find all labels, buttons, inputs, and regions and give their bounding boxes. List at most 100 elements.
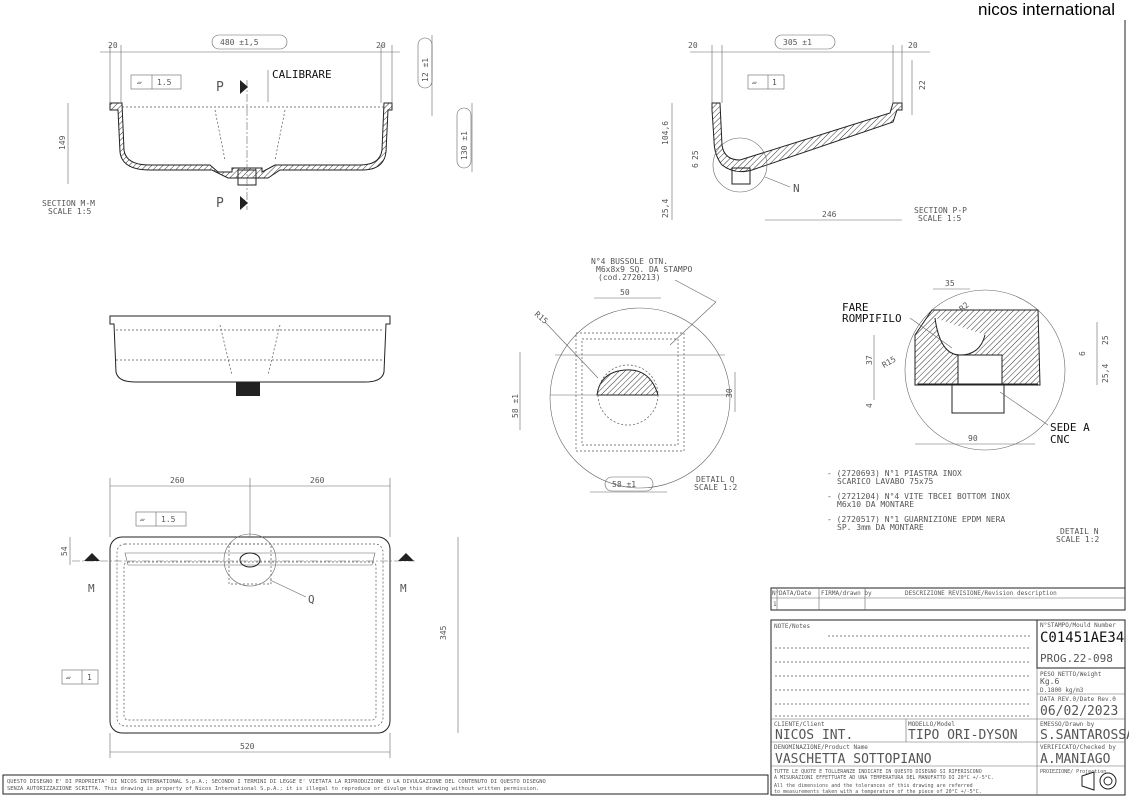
- svg-text:CALIBRARE: CALIBRARE: [272, 68, 332, 81]
- svg-text:6: 6: [691, 163, 700, 168]
- svg-text:480 ±1,5: 480 ±1,5: [220, 38, 259, 47]
- svg-text:VERIFICATO/Checked by: VERIFICATO/Checked by: [1040, 744, 1116, 751]
- svg-text:M: M: [88, 582, 95, 595]
- svg-text:CNC: CNC: [1050, 433, 1070, 446]
- svg-text:▱: ▱: [752, 78, 757, 87]
- svg-text:DESCRIZIONE REVISIONE/Revision: DESCRIZIONE REVISIONE/Revision descripti…: [905, 590, 1057, 597]
- svg-text:37: 37: [865, 355, 874, 365]
- svg-text:Q: Q: [308, 593, 315, 606]
- svg-text:to measurements taken with a t: to measurements taken with a temperature…: [774, 789, 982, 795]
- svg-text:25: 25: [691, 150, 700, 160]
- svg-text:A.MANIAGO: A.MANIAGO: [1040, 752, 1111, 767]
- svg-text:▱: ▱: [137, 78, 142, 87]
- parts-list: - (2720693) N°1 PIASTRA INOX SCARICO LAV…: [827, 469, 1010, 532]
- svg-text:Kg.6: Kg.6: [1040, 677, 1059, 686]
- svg-text:CLIENTE/Client: CLIENTE/Client: [774, 721, 825, 728]
- svg-text:1: 1: [773, 601, 777, 608]
- svg-text:SEDE A: SEDE A: [1050, 421, 1090, 434]
- svg-text:30: 30: [725, 388, 734, 398]
- svg-text:1: 1: [87, 673, 92, 682]
- svg-text:1.5: 1.5: [161, 515, 176, 524]
- svg-text:4: 4: [865, 403, 874, 408]
- svg-text:SCALE 1:5: SCALE 1:5: [918, 214, 962, 223]
- svg-text:SCARICO LAVABO 75x75: SCARICO LAVABO 75x75: [837, 477, 934, 486]
- svg-text:D.1800 kg/m3: D.1800 kg/m3: [1040, 687, 1084, 694]
- svg-text:20: 20: [108, 41, 118, 50]
- svg-text:SP. 3mm DA MONTARE: SP. 3mm DA MONTARE: [837, 523, 924, 532]
- svg-text:C01451AE34: C01451AE34: [1040, 630, 1124, 646]
- svg-text:DATA/Date: DATA/Date: [779, 590, 812, 597]
- brand-logo: nicos international: [978, 0, 1115, 19]
- svg-text:M6x8x9 SQ. DA STAMPO: M6x8x9 SQ. DA STAMPO: [596, 265, 693, 274]
- svg-text:520: 520: [240, 742, 255, 751]
- front-elevation: [109, 315, 391, 396]
- svg-text:20: 20: [376, 41, 386, 50]
- svg-text:All the dimensions and the tol: All the dimensions and the tolerances of…: [774, 783, 973, 789]
- svg-text:20: 20: [908, 41, 918, 50]
- svg-text:104,6: 104,6: [661, 121, 670, 145]
- flatness-callout: [130, 74, 182, 90]
- detail-n-marker: [712, 137, 768, 193]
- svg-text:NICOS INT.: NICOS INT.: [775, 728, 853, 743]
- svg-text:1.5: 1.5: [157, 78, 172, 87]
- svg-text:N°: N°: [772, 590, 779, 597]
- svg-text:▱: ▱: [66, 673, 71, 682]
- svg-text:(cod.2720213): (cod.2720213): [598, 273, 661, 282]
- drain-fitting: [236, 382, 260, 396]
- svg-text:130 ±1: 130 ±1: [460, 131, 469, 160]
- svg-text:22: 22: [918, 80, 927, 90]
- svg-text:06/02/2023: 06/02/2023: [1040, 704, 1118, 719]
- svg-text:P: P: [216, 196, 224, 211]
- svg-text:58 ±1: 58 ±1: [612, 480, 636, 489]
- svg-text:DATA REV.0/Date Rev.0: DATA REV.0/Date Rev.0: [1040, 696, 1116, 703]
- svg-text:PESO NETTO/Weight: PESO NETTO/Weight: [1040, 671, 1102, 678]
- detail-n: FARE ROMPIFILO 35 R2 R15 37 4 25 25,4 6 …: [827, 279, 1110, 544]
- svg-text:305 ±1: 305 ±1: [783, 38, 812, 47]
- svg-text:R15: R15: [881, 355, 898, 370]
- svg-text:N°4 BUSSOLE OTN.: N°4 BUSSOLE OTN.: [591, 257, 668, 266]
- svg-text:A MISURAZIONI EFFETTUATE AD UN: A MISURAZIONI EFFETTUATE AD UNA TEMPERAT…: [774, 775, 994, 781]
- svg-text:SECTION M-M: SECTION M-M: [42, 199, 95, 208]
- svg-text:R15: R15: [533, 310, 550, 326]
- svg-text:25,4: 25,4: [1101, 364, 1110, 383]
- svg-text:N°STAMPO/Mould Number: N°STAMPO/Mould Number: [1040, 622, 1116, 629]
- svg-text:6: 6: [1078, 351, 1087, 356]
- svg-text:DENOMINAZIONE/Product Name: DENOMINAZIONE/Product Name: [774, 744, 868, 751]
- detail-q: N°4 BUSSOLE OTN. M6x8x9 SQ. DA STAMPO (c…: [511, 257, 738, 493]
- detail-q-marker: [223, 533, 277, 587]
- svg-text:PROG.22-098: PROG.22-098: [1040, 652, 1113, 665]
- svg-text:25,4: 25,4: [661, 199, 670, 218]
- plan-view: Q 260 260 ▱ 1.5 54 M M ▱ 1 345 520: [60, 476, 459, 758]
- svg-text:- (2720517) N°1 GUARNIZIONE EP: - (2720517) N°1 GUARNIZIONE EPDM NERA: [827, 515, 1005, 524]
- svg-text:25: 25: [1101, 335, 1110, 345]
- svg-text:1: 1: [772, 78, 777, 87]
- svg-text:NOTE/Notes: NOTE/Notes: [774, 623, 811, 630]
- section-m-m: 480 ±1,5 20 20 ▱ 1.5 CALIBRARE P P 149 1…: [42, 34, 473, 216]
- svg-text:QUESTO DISEGNO E' DI PROPRIETA: QUESTO DISEGNO E' DI PROPRIETA' DI NICOS…: [7, 779, 546, 785]
- svg-text:90: 90: [968, 434, 978, 443]
- svg-text:54: 54: [60, 546, 69, 556]
- svg-text:TUTTE LE QUOTE E TOLLERANZE IN: TUTTE LE QUOTE E TOLLERANZE INDICATE IN …: [774, 769, 982, 775]
- svg-text:SCALE 1:5: SCALE 1:5: [48, 207, 92, 216]
- revision-table: N° DATA/Date FIRMA/drawn by DESCRIZIONE …: [770, 587, 1126, 611]
- notes-lines: [775, 635, 1030, 717]
- title-block: NOTE/Notes N°STAMPO/Mould Number C01451A…: [770, 619, 1129, 796]
- svg-text:EMESSO/Drawn by: EMESSO/Drawn by: [1040, 721, 1095, 728]
- svg-text:FARE: FARE: [842, 301, 869, 314]
- svg-text:S.SANTAROSSA: S.SANTAROSSA: [1040, 728, 1129, 743]
- section-p-p: 305 ±1 20 20 ▱ 1 22 104,6 25,4 25 6 246 …: [661, 34, 967, 223]
- svg-text:▱: ▱: [140, 515, 145, 524]
- svg-text:260: 260: [310, 476, 325, 485]
- svg-text:VASCHETTA SOTTOPIANO: VASCHETTA SOTTOPIANO: [775, 752, 932, 767]
- svg-text:12 ±1: 12 ±1: [421, 58, 430, 82]
- svg-text:ROMPIFILO: ROMPIFILO: [842, 312, 902, 325]
- projection-symbol-icon: [1081, 771, 1117, 791]
- svg-text:- (2720693) N°1 PIASTRA INOX: - (2720693) N°1 PIASTRA INOX: [827, 469, 962, 478]
- svg-text:DETAIL Q: DETAIL Q: [696, 475, 735, 484]
- svg-text:DETAIL N: DETAIL N: [1060, 527, 1099, 536]
- svg-text:58 ±1: 58 ±1: [511, 394, 520, 418]
- svg-text:- (2721204) N°4 VITE TBCEI BOT: - (2721204) N°4 VITE TBCEI BOTTOM INOX: [827, 492, 1010, 501]
- svg-text:35: 35: [945, 279, 955, 288]
